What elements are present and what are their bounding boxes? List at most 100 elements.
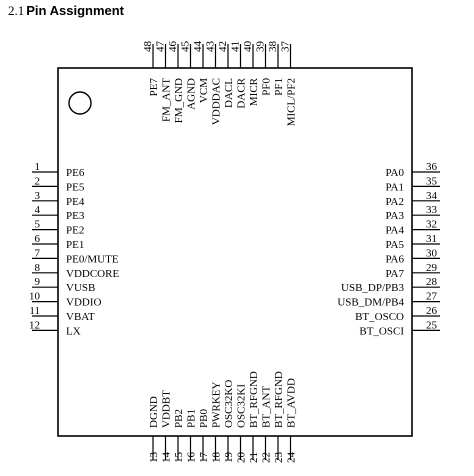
pin-number: 38 [267,41,279,53]
pin-name: VBAT [66,311,95,323]
pin-23: 23 BT_RFGND [273,371,285,463]
pin-number: 19 [223,452,235,464]
pin-name: BT_RFGND [248,371,260,428]
pin-number: 4 [35,204,41,216]
pin-number: 27 [426,291,438,303]
pin-number: 16 [186,452,198,464]
pin-number: 23 [273,452,285,464]
section-title: Pin Assignment [26,3,125,18]
pin-number: 37 [280,41,292,53]
pin-name: BT_OSCO [355,311,404,323]
top-pin-group: 37MICL/PF238PF139PF040MICR41DACR42DACL43… [142,41,298,127]
pin-name: FM_GND [173,78,185,123]
pin-name: PE0/MUTE [66,253,119,265]
pin-number: 3 [35,190,41,202]
pin-name: PB2 [173,409,185,428]
pin-name: PE5 [66,181,85,193]
pin-number: 39 [255,41,267,53]
pin-name: PE3 [66,210,85,222]
pin-name: PA5 [385,239,404,251]
pin-name: PE1 [66,239,84,251]
pin-number: 45 [180,41,192,53]
pin-name: BT_AVDD [286,378,298,428]
pin-name: PA4 [385,225,404,237]
pin-number: 8 [35,262,41,274]
pin-number: 36 [426,161,438,173]
pin-name: MICL/PF2 [286,78,298,126]
pin-name: PE2 [66,225,84,237]
pin-name: VDDDAC [211,78,223,125]
pin-name: VDDBT [161,390,173,428]
pin-number: 21 [248,452,260,463]
pin-name: AGND [186,78,198,110]
pin-number: 17 [198,452,210,464]
pin-21: 21 BT_RFGND [248,371,260,463]
pin-number: 43 [205,41,217,53]
pin-19: 19 OSC32KO [223,380,235,463]
pin-number: 35 [426,175,438,187]
pin-number: 20 [236,452,248,464]
pin-number: 9 [35,276,41,288]
pin-name: OSC32KI [236,384,248,428]
pin-name: VUSB [66,282,95,294]
pin-number: 12 [29,319,40,331]
pin-number: 33 [426,204,438,216]
pin1-orientation-mark [68,91,92,115]
pin-number: 40 [242,41,254,53]
pin-number: 18 [211,452,223,464]
pin-name: BT_RFGND [273,371,285,428]
pin-number: 41 [230,41,242,52]
pin-name: PB0 [198,409,210,428]
pin-17: 17 PB0 [198,409,210,463]
pin-number: 42 [217,41,229,52]
pin-number: 34 [426,190,438,202]
pin-number: 6 [35,233,41,245]
pin-number: 14 [161,452,173,464]
pin-name: PA0 [385,167,404,179]
pin-name: USB_DM/PB4 [337,297,404,309]
pin-name: FM_ANT [161,78,173,122]
pin-name: DACL [223,78,235,108]
pin-name: LX [66,325,81,337]
pin-number: 1 [35,161,41,173]
pin-name: PA2 [385,196,404,208]
section-number: 2.1 [8,3,25,18]
pin-name: PE7 [148,78,160,97]
pin-name: PA7 [385,268,404,280]
pin-number: 25 [426,319,438,331]
chip-body [57,67,413,437]
pin-14: 14 VDDBT [161,390,173,463]
pin-name: OSC32KO [223,380,235,428]
pin-number: 28 [426,276,438,288]
